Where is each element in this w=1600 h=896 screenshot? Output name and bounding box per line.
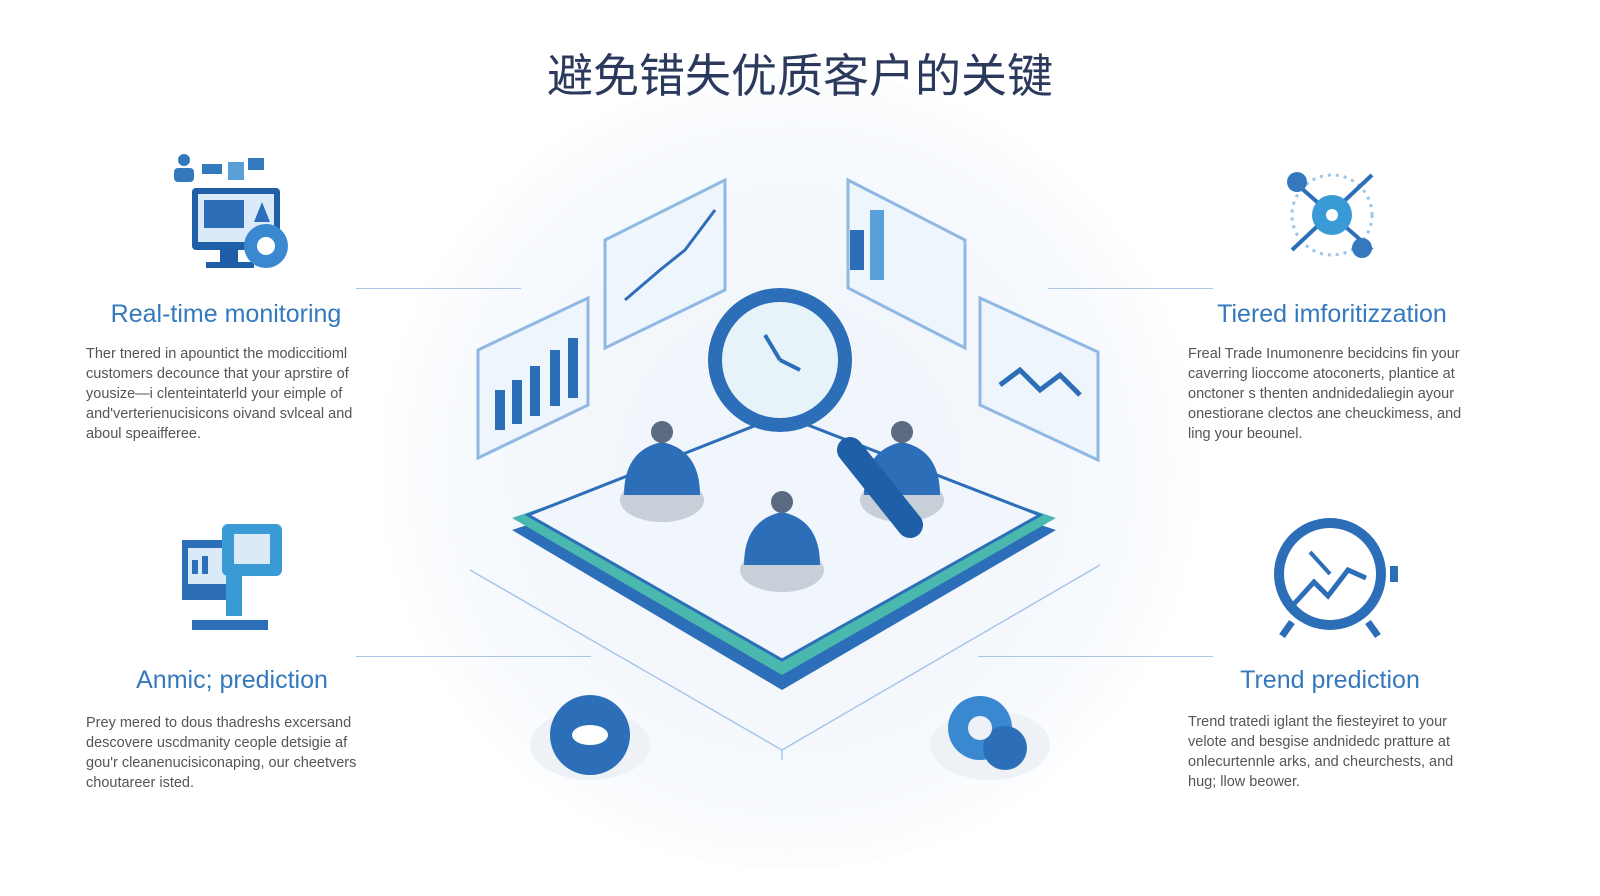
page-title: 避免错失优质客户的关键: [547, 49, 1053, 103]
section-text: Prey mered to dous thadreshs excersand d…: [86, 715, 357, 791]
connector-line: [1048, 288, 1213, 289]
section-heading: Anmic; prediction: [136, 666, 328, 694]
monitor-dashboard-icon: [174, 154, 288, 268]
magnifier-clock: [708, 288, 923, 538]
section-heading: Tiered imforitizzation: [1217, 300, 1447, 328]
arrow-guides: [469, 564, 1101, 760]
connector-line: [356, 288, 521, 289]
network-arrows-icon: [1287, 172, 1374, 258]
section-text: Freal Trade Inumonenre becidcins fin you…: [1188, 346, 1462, 442]
connector-line: [978, 656, 1213, 657]
connector-line: [356, 656, 591, 657]
analyst-screen-icon: [182, 524, 282, 630]
section-heading: Trend prediction: [1240, 666, 1420, 694]
clock-chart-icon: [1274, 518, 1398, 639]
central-platform-illustration: [469, 177, 1101, 780]
section-text: Ther tnered in apountict the modiccitiom…: [86, 346, 353, 442]
gear-icon: [530, 695, 1050, 780]
section-text: Trend tratedi iglant the fiesteyiret to …: [1188, 714, 1454, 790]
section-heading: Real-time monitoring: [110, 300, 342, 328]
